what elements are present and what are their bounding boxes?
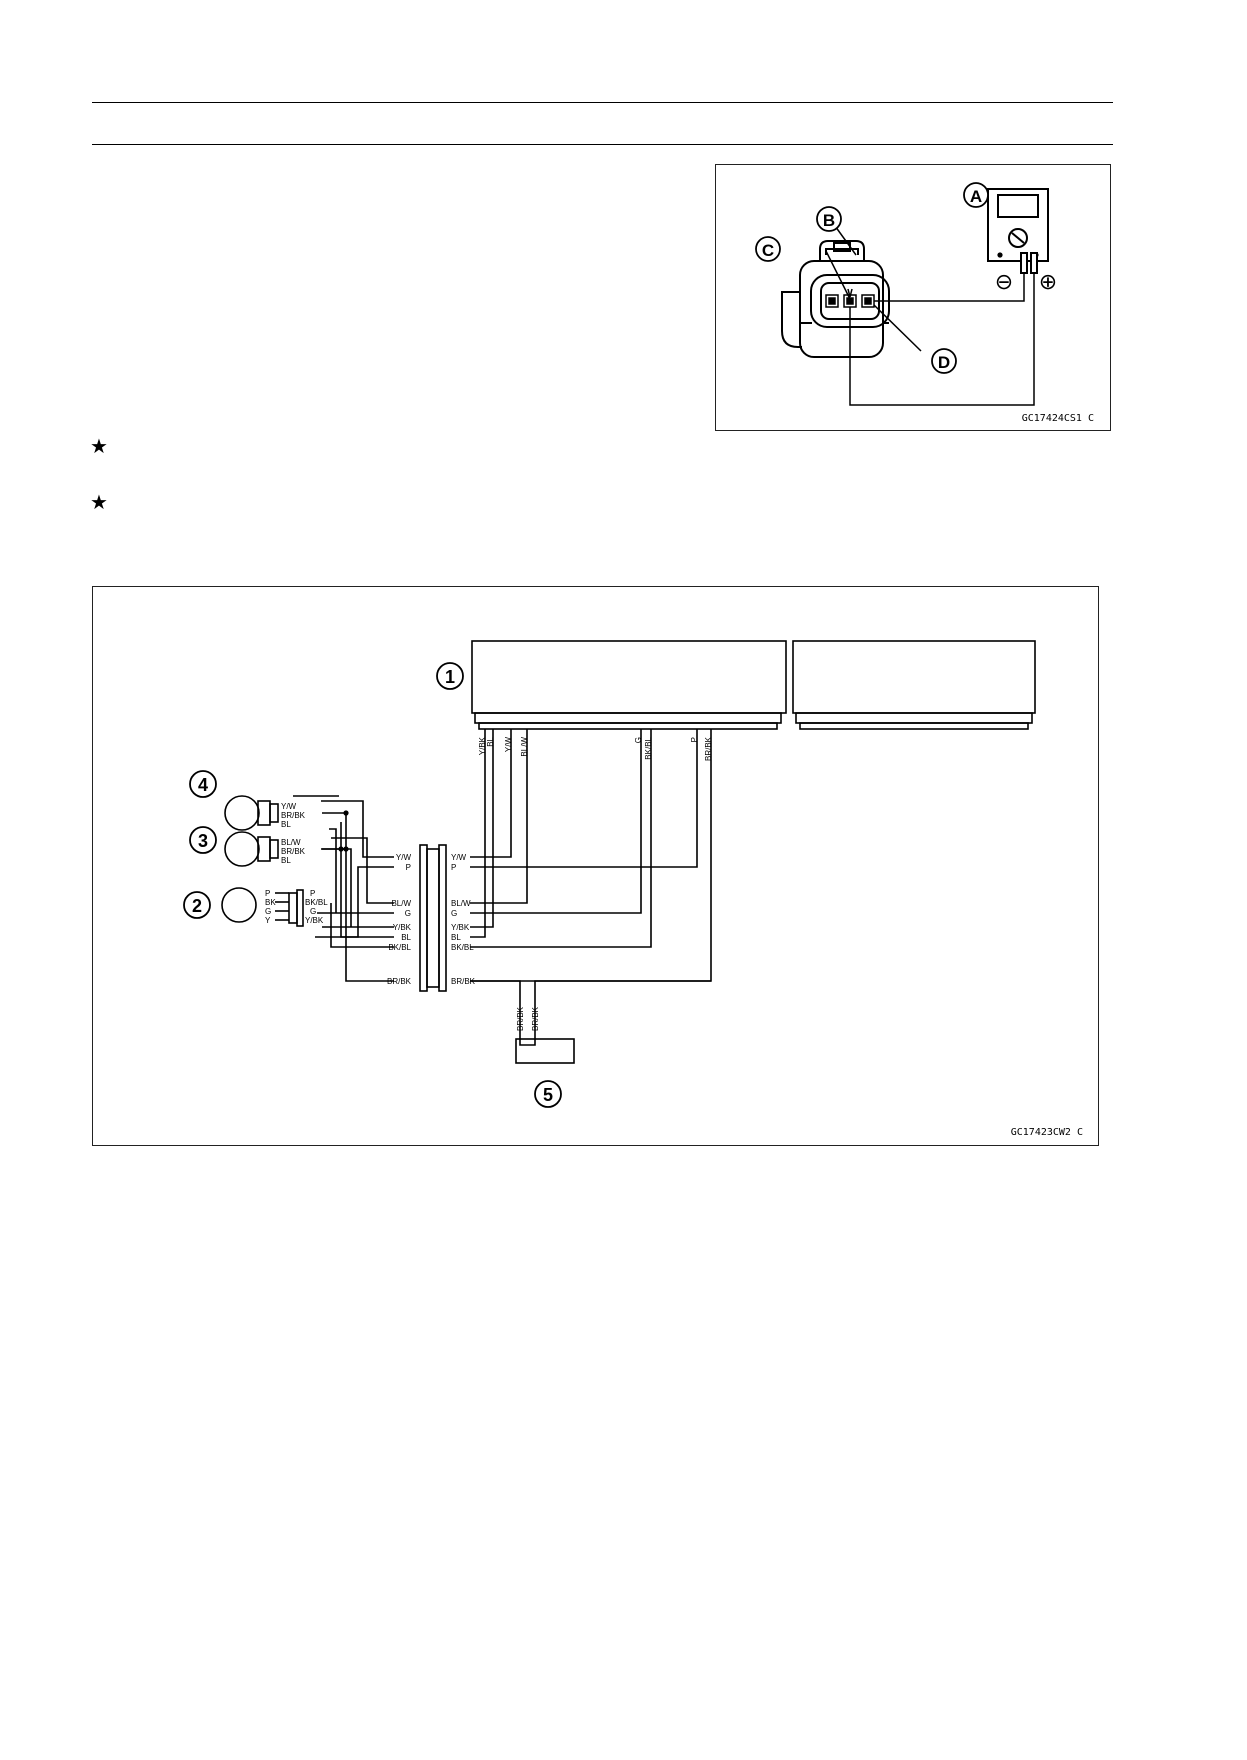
svg-text:A: A: [970, 187, 982, 206]
svg-text:BR/BK: BR/BK: [281, 811, 306, 820]
svg-text:Y/BK: Y/BK: [478, 736, 487, 755]
svg-text:P: P: [406, 863, 411, 872]
svg-text:BK: BK: [265, 898, 276, 907]
wire-labels: Y/BK BL Y/W BL/W G BK/BL P BR/BK Y/W BR/…: [265, 736, 713, 1031]
sensor-2: [221, 887, 304, 927]
svg-text:BR/BK: BR/BK: [281, 847, 306, 856]
svg-text:BR/BK: BR/BK: [704, 736, 713, 761]
svg-text:Y/BK: Y/BK: [393, 923, 412, 932]
svg-text:D: D: [938, 353, 950, 372]
svg-text:C: C: [762, 241, 774, 260]
svg-text:BL: BL: [281, 820, 291, 829]
callout-d: D: [931, 348, 957, 374]
callout-5: 5: [534, 1080, 562, 1108]
header-rule-bottom: [92, 144, 1113, 145]
svg-text:Y/BK: Y/BK: [305, 916, 324, 925]
svg-text:B: B: [823, 211, 835, 230]
svg-text:BL/W: BL/W: [520, 737, 529, 757]
sensor-3: [224, 831, 279, 867]
svg-text:5: 5: [543, 1085, 553, 1105]
svg-text:2: 2: [192, 896, 202, 916]
svg-text:G: G: [451, 909, 457, 918]
joint-connector: [419, 844, 447, 992]
svg-text:1: 1: [445, 667, 455, 687]
ground-terminal: [470, 980, 711, 1064]
svg-text:Y: Y: [265, 916, 271, 925]
svg-text:BL: BL: [486, 736, 495, 746]
svg-text:P: P: [690, 737, 699, 742]
callout-b: B: [816, 206, 842, 232]
svg-text:Y/W: Y/W: [451, 853, 467, 862]
sensor-4: [224, 795, 279, 831]
callout-2: 2: [183, 891, 211, 919]
wiring-diagram-drawing: Y/BK BL Y/W BL/W G BK/BL P BR/BK Y/W BR/…: [183, 640, 1083, 1138]
svg-text:Y/BK: Y/BK: [451, 923, 470, 932]
wiring-diagram: Y/BK BL Y/W BL/W G BK/BL P BR/BK Y/W BR/…: [92, 586, 1099, 1146]
header-rule-top: [92, 102, 1113, 103]
svg-text:Y/W: Y/W: [504, 737, 513, 753]
connector-figure-drawing: ⊖ ⊕ A B C D GC17: [755, 182, 1094, 424]
svg-text:G: G: [405, 909, 411, 918]
callout-leaders: [825, 218, 922, 352]
multimeter-icon: [987, 188, 1049, 274]
ecu-wires: [470, 729, 712, 982]
svg-text:BL/W: BL/W: [391, 899, 411, 908]
svg-text:4: 4: [198, 775, 208, 795]
callout-3: 3: [189, 826, 217, 854]
ecu-unit: [471, 640, 1036, 730]
svg-text:G: G: [265, 907, 271, 916]
meter-minus-icon: ⊖: [995, 269, 1013, 294]
bullet-star-2: ★: [90, 490, 108, 514]
svg-text:BK/BL: BK/BL: [451, 943, 474, 952]
left-wires: [293, 795, 394, 982]
svg-text:BK/BL: BK/BL: [388, 943, 411, 952]
svg-text:Y/W: Y/W: [396, 853, 412, 862]
connector-figure-code: GC17424CS1 C: [1022, 413, 1094, 424]
callout-c: C: [755, 236, 781, 262]
svg-text:Y/W: Y/W: [281, 802, 297, 811]
bullet-star-1: ★: [90, 434, 108, 458]
callout-a: A: [963, 182, 989, 208]
svg-text:BR/BK: BR/BK: [451, 977, 476, 986]
svg-text:G: G: [634, 737, 643, 743]
svg-text:BR/BK: BR/BK: [516, 1006, 525, 1031]
svg-text:BL: BL: [401, 933, 411, 942]
callout-4: 4: [189, 770, 217, 798]
svg-text:BL: BL: [281, 856, 291, 865]
meter-leads: [849, 273, 1035, 406]
callout-1: 1: [436, 662, 464, 690]
svg-text:BK/BL: BK/BL: [644, 736, 653, 759]
svg-text:BR/BK: BR/BK: [387, 977, 412, 986]
svg-text:P: P: [310, 889, 315, 898]
svg-text:BL: BL: [451, 933, 461, 942]
wiring-figure-code: GC17423CW2 C: [1011, 1127, 1083, 1138]
svg-text:BL/W: BL/W: [451, 899, 471, 908]
svg-text:3: 3: [198, 831, 208, 851]
svg-text:G: G: [310, 907, 316, 916]
svg-text:P: P: [265, 889, 270, 898]
connector-figure: ⊖ ⊕ A B C D GC17: [715, 164, 1111, 431]
svg-text:P: P: [451, 863, 456, 872]
meter-plus-icon: ⊕: [1039, 269, 1057, 294]
svg-text:BL/W: BL/W: [281, 838, 301, 847]
svg-text:BK/BL: BK/BL: [305, 898, 328, 907]
svg-text:BR/BK: BR/BK: [531, 1006, 540, 1031]
